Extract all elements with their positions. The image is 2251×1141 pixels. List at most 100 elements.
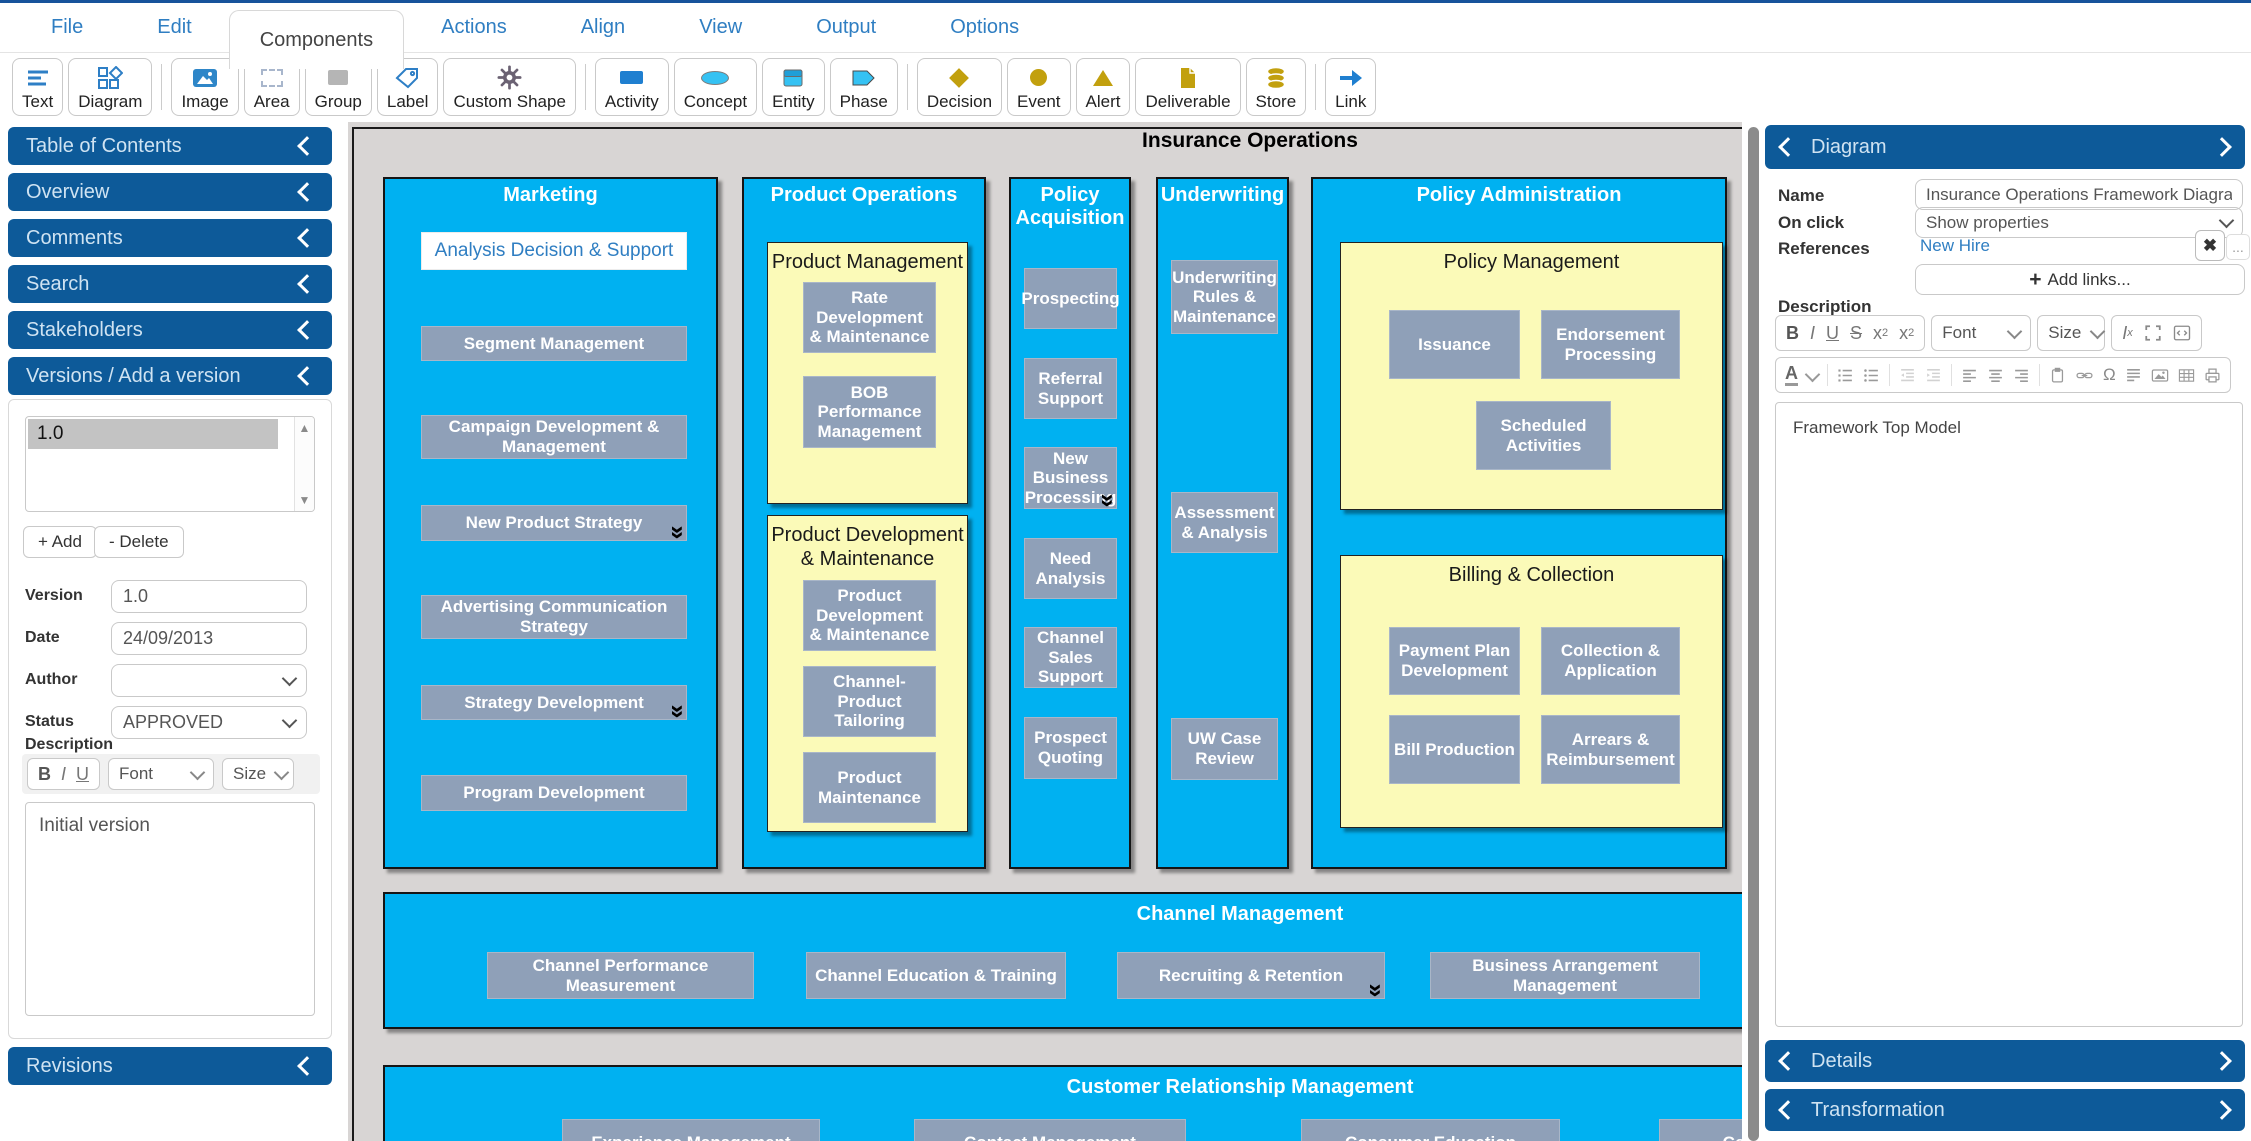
scroll-down-icon[interactable]: ▼ [298, 493, 311, 507]
sidebar-item-comments[interactable]: Comments [8, 219, 332, 257]
diagram-item[interactable]: Arrears & Reimbursement [1541, 715, 1680, 784]
remove-reference-button[interactable]: ✖ [2195, 230, 2225, 261]
diagram-item[interactable]: Product Maintenance [803, 752, 936, 823]
description-textarea[interactable]: Initial version [25, 802, 315, 1016]
bulleted-list-icon[interactable] [1863, 367, 1880, 384]
chevron-right-icon[interactable] [2212, 1100, 2232, 1120]
more-references-button[interactable]: ... [2226, 234, 2250, 260]
chevron-right-icon[interactable] [2212, 1051, 2232, 1071]
diagram-item[interactable]: Endorsement Processing [1541, 310, 1680, 379]
diagram-column-policy-acquisition[interactable]: Policy Acquisition Prospecting Referral … [1009, 177, 1131, 869]
insert-image-icon[interactable] [2151, 367, 2169, 384]
diagram-item[interactable]: BOB Performance Management [803, 376, 936, 448]
toolbar-button-alert[interactable]: Alert [1075, 58, 1131, 116]
diagram-group-policy-management[interactable]: Policy Management Issuance Endorsement P… [1340, 242, 1723, 510]
toolbar-button-text[interactable]: Text [12, 58, 64, 116]
diagram-item[interactable]: Recruiting & Retention» [1117, 952, 1391, 999]
diagram-item[interactable]: Prospecting [1021, 268, 1120, 329]
diagram-item[interactable]: Rate Development & Maintenance [803, 282, 936, 353]
outdent-icon[interactable] [1899, 367, 1916, 384]
toolbar-button-image[interactable]: Image [171, 58, 239, 116]
toolbar-button-decision[interactable]: Decision [916, 58, 1003, 116]
underline-button[interactable]: U [76, 763, 90, 784]
toolbar-button-activity[interactable]: Activity [594, 58, 669, 116]
diagram-item[interactable]: Segment Management [421, 326, 687, 361]
menu-view[interactable]: View [699, 16, 743, 38]
special-character-icon[interactable]: Ω [2103, 365, 2116, 384]
diagram-item[interactable]: Analysis Decision & Support [421, 232, 687, 270]
sidebar-item-stakeholders[interactable]: Stakeholders [8, 311, 332, 349]
panel-header-details[interactable]: Details [1765, 1040, 2245, 1082]
diagram-item[interactable]: Prospect Quoting [1024, 717, 1117, 779]
diagram-item[interactable]: Referral Support [1024, 358, 1117, 419]
sidebar-item-versions[interactable]: Versions / Add a version [8, 357, 332, 395]
italic-button[interactable]: I [61, 763, 67, 784]
chevron-left-icon[interactable] [1778, 1100, 1798, 1120]
source-code-icon[interactable] [2173, 324, 2191, 342]
indent-icon[interactable] [1925, 367, 1942, 384]
add-links-button[interactable]: + Add links... [1915, 264, 2245, 295]
diagram-column-underwriting[interactable]: Underwriting Underwriting Rules & Mainte… [1156, 177, 1289, 869]
diagram-item[interactable]: Issuance [1389, 310, 1520, 379]
diagram-item[interactable]: Channel Education & Training [806, 952, 1066, 999]
diagram-item[interactable]: Business Arrangement Management [1430, 952, 1700, 999]
diagram-item[interactable]: Product Development & Maintenance [803, 580, 936, 651]
diagram-item[interactable]: Contact Management [914, 1119, 1186, 1141]
chevron-left-icon[interactable] [1778, 1051, 1798, 1071]
print-icon[interactable] [2204, 367, 2221, 384]
diagram-item[interactable]: Consumer Education [1301, 1119, 1560, 1141]
diagram-item[interactable]: Bill Production [1389, 715, 1520, 784]
strikethrough-button[interactable]: S [1850, 322, 1863, 343]
diagram-canvas[interactable]: Insurance Operations Marketing Analysis … [348, 122, 1742, 1141]
toolbar-button-link[interactable]: Link [1325, 58, 1377, 116]
diagram-item[interactable]: Underwriting Rules & Maintenance [1171, 260, 1278, 334]
italic-button[interactable]: I [1810, 322, 1816, 343]
menu-components[interactable]: Components [228, 10, 405, 69]
date-input[interactable] [111, 622, 307, 655]
diagram-column-marketing[interactable]: Marketing Analysis Decision & Support Se… [383, 177, 718, 869]
toolbar-button-concept[interactable]: Concept [673, 58, 758, 116]
expand-chevrons-icon[interactable]: » [1362, 983, 1391, 998]
diagram-band-channel-management[interactable]: Channel Management Channel Performance M… [383, 892, 1742, 1029]
text-color-icon[interactable]: A [1785, 364, 1798, 386]
listbox-scrollbar[interactable]: ▲ ▼ [294, 417, 314, 511]
insert-table-icon[interactable] [2178, 367, 2195, 384]
diagram-item[interactable]: UW Case Review [1171, 718, 1278, 780]
delete-version-button[interactable]: - Delete [94, 526, 184, 558]
expand-chevrons-icon[interactable]: » [664, 704, 693, 719]
diagram-item[interactable]: New Product Strategy» [421, 505, 693, 541]
diagram-column-product-operations[interactable]: Product Operations Product Management Ra… [742, 177, 986, 869]
reference-link[interactable]: New Hire [1920, 236, 1990, 255]
panel-header-diagram[interactable]: Diagram [1765, 125, 2245, 169]
author-select[interactable] [111, 664, 307, 697]
diagram-item[interactable]: Program Development [421, 775, 687, 811]
diagram-item[interactable]: Experience Management [562, 1119, 820, 1141]
toolbar-button-store[interactable]: Store [1245, 58, 1307, 116]
menu-file[interactable]: File [51, 16, 84, 38]
toolbar-button-event[interactable]: Event [1007, 58, 1071, 116]
menu-align[interactable]: Align [580, 16, 626, 38]
align-right-icon[interactable] [2013, 367, 2030, 384]
toolbar-button-diagram[interactable]: Diagram [68, 58, 153, 116]
chevron-left-icon[interactable] [1778, 137, 1798, 157]
diagram-group-product-management[interactable]: Product Management Rate Development & Ma… [767, 242, 968, 504]
diagram-item[interactable]: Scheduled Activities [1476, 401, 1611, 470]
add-version-button[interactable]: + Add [23, 526, 97, 558]
block-styles-icon[interactable] [2125, 367, 2142, 384]
sidebar-item-search[interactable]: Search [8, 265, 332, 303]
diagram-item[interactable]: Collection & Application [1541, 627, 1680, 695]
toolbar-button-entity[interactable]: Entity [762, 58, 825, 116]
sidebar-item-revisions[interactable]: Revisions [8, 1047, 332, 1085]
diagram-item[interactable]: Assessment & Analysis [1171, 492, 1278, 553]
paste-icon[interactable] [2049, 367, 2066, 384]
numbered-list-icon[interactable] [1837, 367, 1854, 384]
version-list-item[interactable]: 1.0 [28, 419, 278, 449]
diagram-column-policy-administration[interactable]: Policy Administration Policy Management … [1311, 177, 1727, 869]
diagram-name-input[interactable] [1915, 179, 2243, 210]
diagram-band-customer-relationship-management[interactable]: Customer Relationship Management Experie… [383, 1065, 1742, 1141]
size-dropdown[interactable]: Size [222, 758, 295, 790]
diagram-item[interactable]: Channel Performance Measurement [487, 952, 754, 999]
diagram-item[interactable]: Strategy Development» [421, 685, 693, 720]
link-icon[interactable] [2075, 367, 2094, 384]
